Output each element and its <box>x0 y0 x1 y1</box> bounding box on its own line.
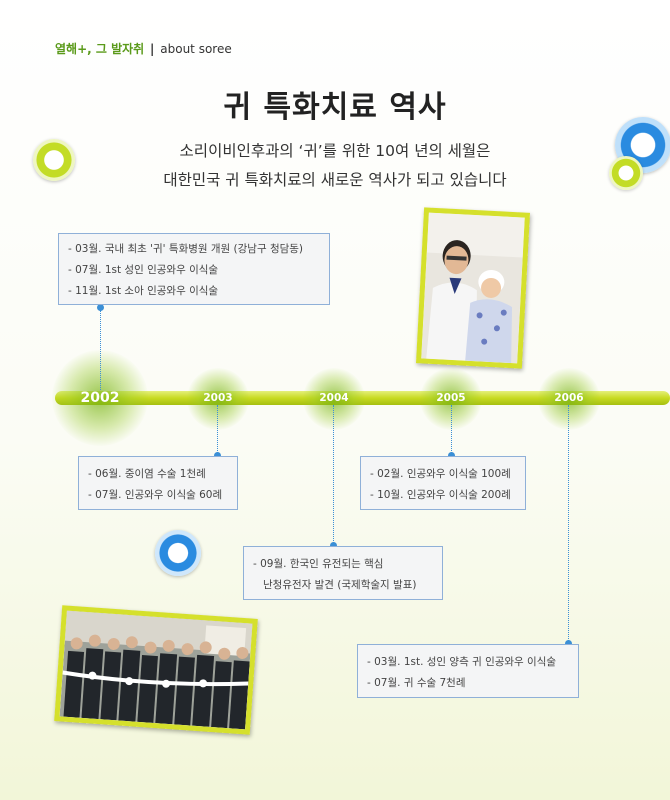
event-line: - 09월. 한국인 유전되는 핵심 <box>253 558 384 570</box>
event-line: 난청유전자 발견 (국제학술지 발표) <box>263 579 417 591</box>
connector-dot-2002 <box>97 304 104 311</box>
connector-line-2004 <box>333 405 334 545</box>
page-title: 귀 특화치료 역사 <box>223 90 447 125</box>
year-glow-2004 <box>303 368 365 430</box>
blue-ring-decoration-small <box>155 530 201 576</box>
subtitle-line-1: 소리이비인후과의 ‘귀’를 위한 10여 년의 세월은 <box>179 142 491 160</box>
year-label-2005: 2005 <box>436 392 466 404</box>
header-separator: | <box>150 42 155 56</box>
event-box-2004: - 09월. 한국인 유전되는 핵심 난청유전자 발견 (국제학술지 발표) <box>243 546 443 600</box>
lime-ring-decoration <box>609 156 643 190</box>
subtitle-line-2: 대한민국 귀 특화치료의 새로운 역사가 되고 있습니다 <box>163 171 507 189</box>
event-box-2006: - 03월. 1st. 성인 양측 귀 인공와우 이식술 - 07월. 귀 수술… <box>357 644 579 698</box>
event-box-2003: - 06월. 중이염 수술 1천례 - 07월. 인공와우 이식술 60례 <box>78 456 238 510</box>
ribbon-cutting-ceremony-photo <box>54 605 258 735</box>
connector-line-2005 <box>451 405 452 455</box>
event-line: - 06월. 중이염 수술 1천례 <box>88 468 206 480</box>
year-label-2003: 2003 <box>203 392 233 404</box>
event-box-2002: - 03월. 국내 최초 '귀' 특화병원 개원 (강남구 청담동) - 07월… <box>58 233 330 305</box>
green-ring-decoration <box>33 139 75 181</box>
event-line: - 02월. 인공와우 이식술 100례 <box>370 468 511 480</box>
year-label-2004: 2004 <box>319 392 349 404</box>
section-header: 열해+, 그 발자취 | about soree <box>55 40 232 57</box>
connector-dot-2003 <box>214 452 221 459</box>
connector-dot-2005 <box>448 452 455 459</box>
connector-line-2003 <box>217 405 218 455</box>
year-label-2006: 2006 <box>554 392 584 404</box>
doctor-with-child-photo <box>415 207 531 369</box>
connector-dot-2004 <box>330 542 337 549</box>
year-label-2002: 2002 <box>80 390 120 406</box>
event-box-2005: - 02월. 인공와우 이식술 100례 - 10월. 인공와우 이식술 200… <box>360 456 526 510</box>
year-glow-2003 <box>187 368 249 430</box>
brand-label: about soree <box>160 42 232 56</box>
event-line: - 03월. 1st. 성인 양측 귀 인공와우 이식술 <box>367 656 557 668</box>
event-line: - 11월. 1st 소아 인공와우 이식술 <box>68 285 219 297</box>
event-line: - 07월. 귀 수술 7천례 <box>367 677 466 689</box>
year-glow-2006 <box>538 368 600 430</box>
connector-line-2006 <box>568 405 569 643</box>
event-line: - 10월. 인공와우 이식술 200례 <box>370 489 511 501</box>
event-line: - 07월. 인공와우 이식술 60례 <box>88 489 223 501</box>
connector-dot-2006 <box>565 640 572 647</box>
event-line: - 03월. 국내 최초 '귀' 특화병원 개원 (강남구 청담동) <box>68 243 304 255</box>
event-line: - 07월. 1st 성인 인공와우 이식술 <box>68 264 219 276</box>
section-name: 열해+, 그 발자취 <box>55 42 145 56</box>
connector-line-2002 <box>100 310 101 390</box>
